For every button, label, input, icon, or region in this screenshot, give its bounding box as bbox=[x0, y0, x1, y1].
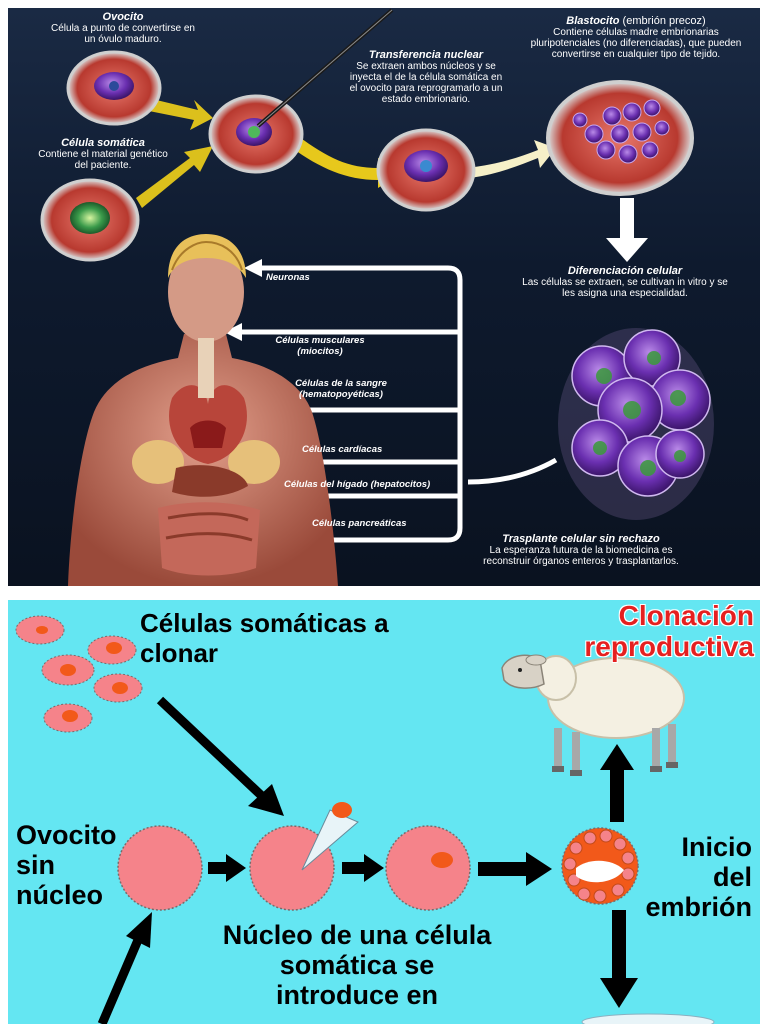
blastocito-title-suffix: (embrión precoz) bbox=[622, 15, 706, 27]
diferenciacion-caption: Diferenciación celular Las células se ex… bbox=[520, 265, 730, 300]
somatic-cells bbox=[15, 615, 143, 733]
dish-reprogrammed bbox=[376, 128, 476, 212]
embryo bbox=[561, 827, 639, 905]
sheep-icon bbox=[501, 654, 685, 776]
clonacion-title: Clonación reproductiva bbox=[584, 600, 754, 662]
dish-transfer bbox=[208, 8, 394, 174]
ovocito-caption: Ovocito Célula a punto de convertirse en… bbox=[48, 11, 198, 46]
dish-edge bbox=[581, 1013, 715, 1024]
cell-type-pancreaticas: Células pancreáticas bbox=[312, 518, 407, 529]
arrow-3 bbox=[478, 852, 552, 886]
cell-type-sangre: Células de la sangre (hematopoyéticas) bbox=[295, 378, 387, 400]
blastocito-title: Blastocito bbox=[566, 15, 620, 27]
human-anatomy-figure bbox=[68, 234, 338, 586]
cell-type-musculares: Células musculares (miocitos) bbox=[275, 335, 365, 357]
ovocito-title: Ovocito bbox=[102, 11, 144, 23]
trasplante-caption: Trasplante celular sin rechazo La espera… bbox=[466, 533, 696, 568]
therapeutic-cloning-illustration: Ovocito Célula a punto de convertirse en… bbox=[8, 8, 760, 586]
transferencia-caption: Transferencia nuclear Se extraen ambos n… bbox=[346, 49, 506, 106]
top-artwork bbox=[40, 8, 714, 586]
stem-cell-cluster bbox=[558, 328, 714, 520]
dish-somatica bbox=[40, 178, 140, 262]
reconstructed-oocyte bbox=[385, 825, 471, 911]
transferencia-desc: Se extraen ambos núcleos y se inyecta el… bbox=[349, 61, 503, 105]
reproductive-cloning-diagram: Células somáticas a clonar Clonación rep… bbox=[8, 600, 760, 1024]
trasplante-desc: La esperanza futura de la biomedicina es… bbox=[483, 545, 679, 567]
lower-arrow bbox=[97, 912, 152, 1024]
dish-ovocito bbox=[66, 50, 162, 126]
somatic-nuclei bbox=[36, 626, 128, 722]
ovocito-desc: Célula a punto de convertirse en un óvul… bbox=[51, 23, 195, 45]
blastocito-desc: Contiene células madre embrionarias plur… bbox=[530, 27, 742, 60]
dish-blastocito bbox=[546, 80, 694, 196]
down-arrow bbox=[606, 198, 648, 262]
diferenciacion-desc: Las células se extraen, se cultivan in v… bbox=[522, 277, 728, 299]
down-arrow-bottom bbox=[600, 910, 638, 1008]
injected-oocyte bbox=[249, 802, 359, 911]
bottom-artwork bbox=[15, 615, 715, 1024]
flow-arrows bbox=[136, 98, 556, 208]
diagonal-arrow bbox=[156, 696, 284, 816]
arrow-2 bbox=[342, 854, 384, 882]
trasplante-title: Trasplante celular sin rechazo bbox=[502, 533, 660, 545]
diferenciacion-title: Diferenciación celular bbox=[567, 265, 683, 277]
somatica-title: Célula somática bbox=[61, 137, 145, 149]
cell-type-cardiacas: Células cardíacas bbox=[302, 444, 383, 455]
somatica-caption: Célula somática Contiene el material gen… bbox=[38, 137, 168, 172]
inicio-embrion-label: Inicio del embrión bbox=[645, 832, 752, 922]
transferencia-title: Transferencia nuclear bbox=[368, 49, 484, 61]
cell-type-higado: Células del hígado (hepatocitos) bbox=[284, 479, 431, 490]
arrow-1 bbox=[208, 854, 246, 882]
somatica-desc: Contiene el material genético del pacien… bbox=[38, 149, 168, 171]
enucleated-oocyte bbox=[117, 825, 203, 911]
nucleo-label: Núcleo de una célula somática se introdu… bbox=[222, 920, 492, 1010]
somaticas-label: Células somáticas a clonar bbox=[140, 608, 389, 668]
blastocito-caption: Blastocito (embrión precoz) Contiene cél… bbox=[526, 15, 746, 61]
cell-type-neuronas: Neuronas bbox=[266, 272, 310, 283]
up-arrow bbox=[600, 744, 634, 822]
ovocito-sin-nucleo-label: Ovocito sin núcleo bbox=[16, 820, 117, 910]
